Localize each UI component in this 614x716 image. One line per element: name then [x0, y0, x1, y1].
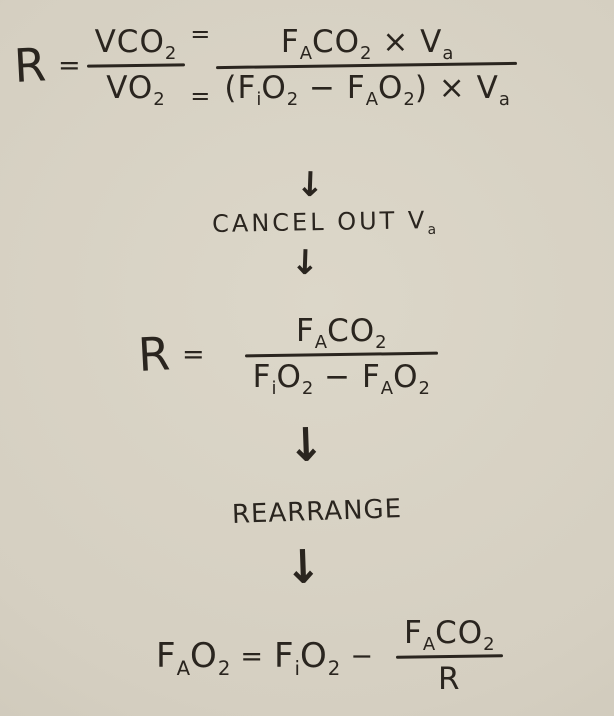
- down-arrow-icon: ↓: [286, 418, 326, 473]
- fio2-minus-fao2-times-va-denominator: (FiO2 − FAO2) × Va: [224, 69, 510, 110]
- faco2-va-fraction: FACO2 × Va (FiO2 − FAO2) × Va: [216, 23, 518, 110]
- equals-sign-bottom: =: [190, 82, 211, 110]
- fio2-term: FiO2: [273, 636, 341, 680]
- equation-final: FAO2 = FiO2 − FACO2 R: [152, 614, 503, 698]
- down-arrow-icon: ↓: [283, 540, 323, 595]
- variable-r: R: [136, 326, 172, 383]
- down-arrow-icon: ↓: [290, 242, 320, 284]
- fao2-term: FAO2: [156, 636, 231, 680]
- cancel-out-va-label: CANCEL OUT Va: [211, 206, 437, 238]
- equals-sign: =: [181, 338, 205, 370]
- equation-simplified: R = FACO2 FiO2 − FAO2: [136, 312, 438, 399]
- fraction-bar: [244, 351, 438, 357]
- faco2-times-va-numerator: FACO2 × Va: [280, 23, 454, 65]
- vo2-denominator: VO2: [106, 69, 165, 110]
- faco2-numerator: FACO2: [403, 615, 495, 656]
- equals-sign: =: [240, 640, 264, 672]
- vco2-numerator: VCO2: [94, 23, 177, 65]
- r-denominator: R: [438, 660, 461, 697]
- minus-sign: −: [350, 640, 374, 672]
- rearrange-label: REARRANGE: [231, 494, 403, 530]
- variable-r: R: [12, 37, 48, 93]
- faco2-over-r-fraction: FACO2 R: [395, 614, 503, 698]
- down-arrow-icon: ↓: [295, 164, 325, 206]
- equation-rq-definition: R = VCO2 VO2 = = FACO2 × Va (FiO2 − FAO2…: [12, 22, 518, 110]
- vco2-vo2-fraction: VCO2 VO2: [86, 23, 185, 110]
- fraction-bar: [86, 62, 185, 68]
- equals-sign-top: =: [190, 20, 211, 48]
- fio2-minus-fao2-denominator: FiO2 − FAO2: [252, 358, 430, 399]
- fraction-bar: [395, 653, 503, 659]
- faco2-over-fio2-minus-fao2-fraction: FACO2 FiO2 − FAO2: [244, 312, 438, 399]
- equals-sign: =: [57, 49, 81, 81]
- double-equals-column: = =: [184, 22, 216, 108]
- faco2-numerator: FACO2: [295, 313, 387, 354]
